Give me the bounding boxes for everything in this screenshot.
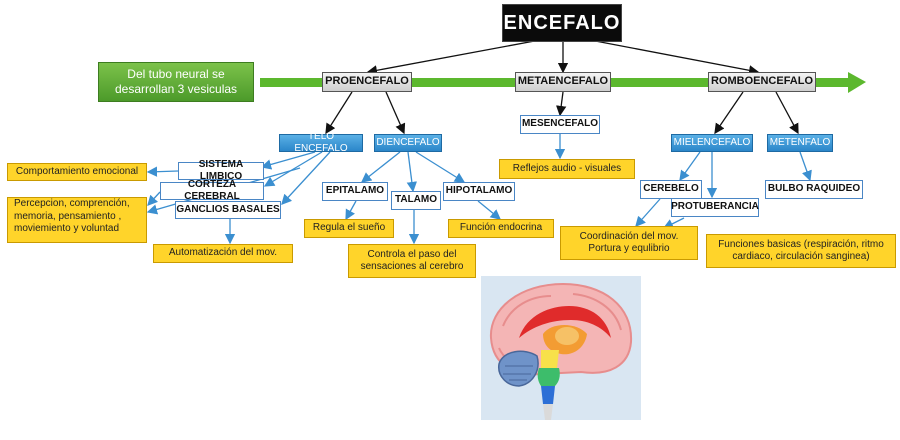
telo-encefalo: TELO ENCEFALO [279,131,363,154]
protuberancia: PROTUBERANCIA [671,198,759,217]
bulbo-raquideo: BULBO RAQUIDEO [765,180,863,199]
corteza-cerebral: CORTEZA CEREBRAL [160,179,264,202]
brain-illustration [481,276,641,420]
func-coordinacion-line-2: Portura y equlibrio [588,243,670,254]
func-paso-line-2: sensaciones al cerebro [360,261,464,272]
func-automatizacion: Automatización del mov. [153,244,293,263]
vesicle-romboencefalo: ROMBOENCEFALO [708,72,816,92]
epitalamo: EPITALAMO [322,182,388,201]
func-coordinacion: Coordinación del mov. Portura y equlibri… [560,226,698,260]
func-endocrina: Función endocrina [448,219,554,238]
func-reflejos: Reflejos audio - visuales [499,159,635,179]
mesencefalo: MESENCEFALO [520,115,600,134]
func-basicas-line-2: cardiaco, circulación sanginea) [732,251,870,262]
ganglios-basales: GANCLIOS BASALES [175,201,281,219]
mielencefalo: MIELENCEFALO [671,134,753,152]
metenfalo: METENFALO [767,134,833,152]
func-percepcion-line-3: moviemiento y voluntad [14,223,120,234]
func-sueno: Regula el sueño [304,219,394,238]
sistema-limbico: SISTEMA LIMBICO [178,159,264,182]
func-percepcion: Percepcion, comprención, memoria, pensam… [7,197,147,243]
vesicle-metaencefalo: METAENCEFALO [515,72,611,92]
func-percepcion-line-1: Percepcion, comprención, [14,198,130,209]
intro-line-2: desarrollan 3 vesiculas [114,82,238,96]
cerebelo: CEREBELO [640,180,702,199]
func-basicas: Funciones basicas (respiración, ritmo ca… [706,234,896,268]
intro-line-1: Del tubo neural se [127,67,225,81]
vesicle-proencefalo: PROENCEFALO [322,72,412,92]
func-paso-line-1: Controla el paso del [367,248,457,260]
func-emocional: Comportamiento emocional [7,163,147,181]
title-encefalo: ENCEFALO [502,4,622,42]
talamo: TALAMO [391,191,441,210]
func-coordinacion-line-1: Coordinación del mov. [579,230,679,242]
intro-box: Del tubo neural se desarrollan 3 vesicul… [98,62,254,102]
hipotalamo: HIPOTALAMO [443,182,515,201]
func-paso: Controla el paso del sensaciones al cere… [348,244,476,278]
diencefalo: DIENCEFALO [374,134,442,152]
func-basicas-line-1: Funciones basicas (respiración, ritmo [718,238,884,250]
func-percepcion-line-2: memoria, pensamiento , [14,210,122,222]
